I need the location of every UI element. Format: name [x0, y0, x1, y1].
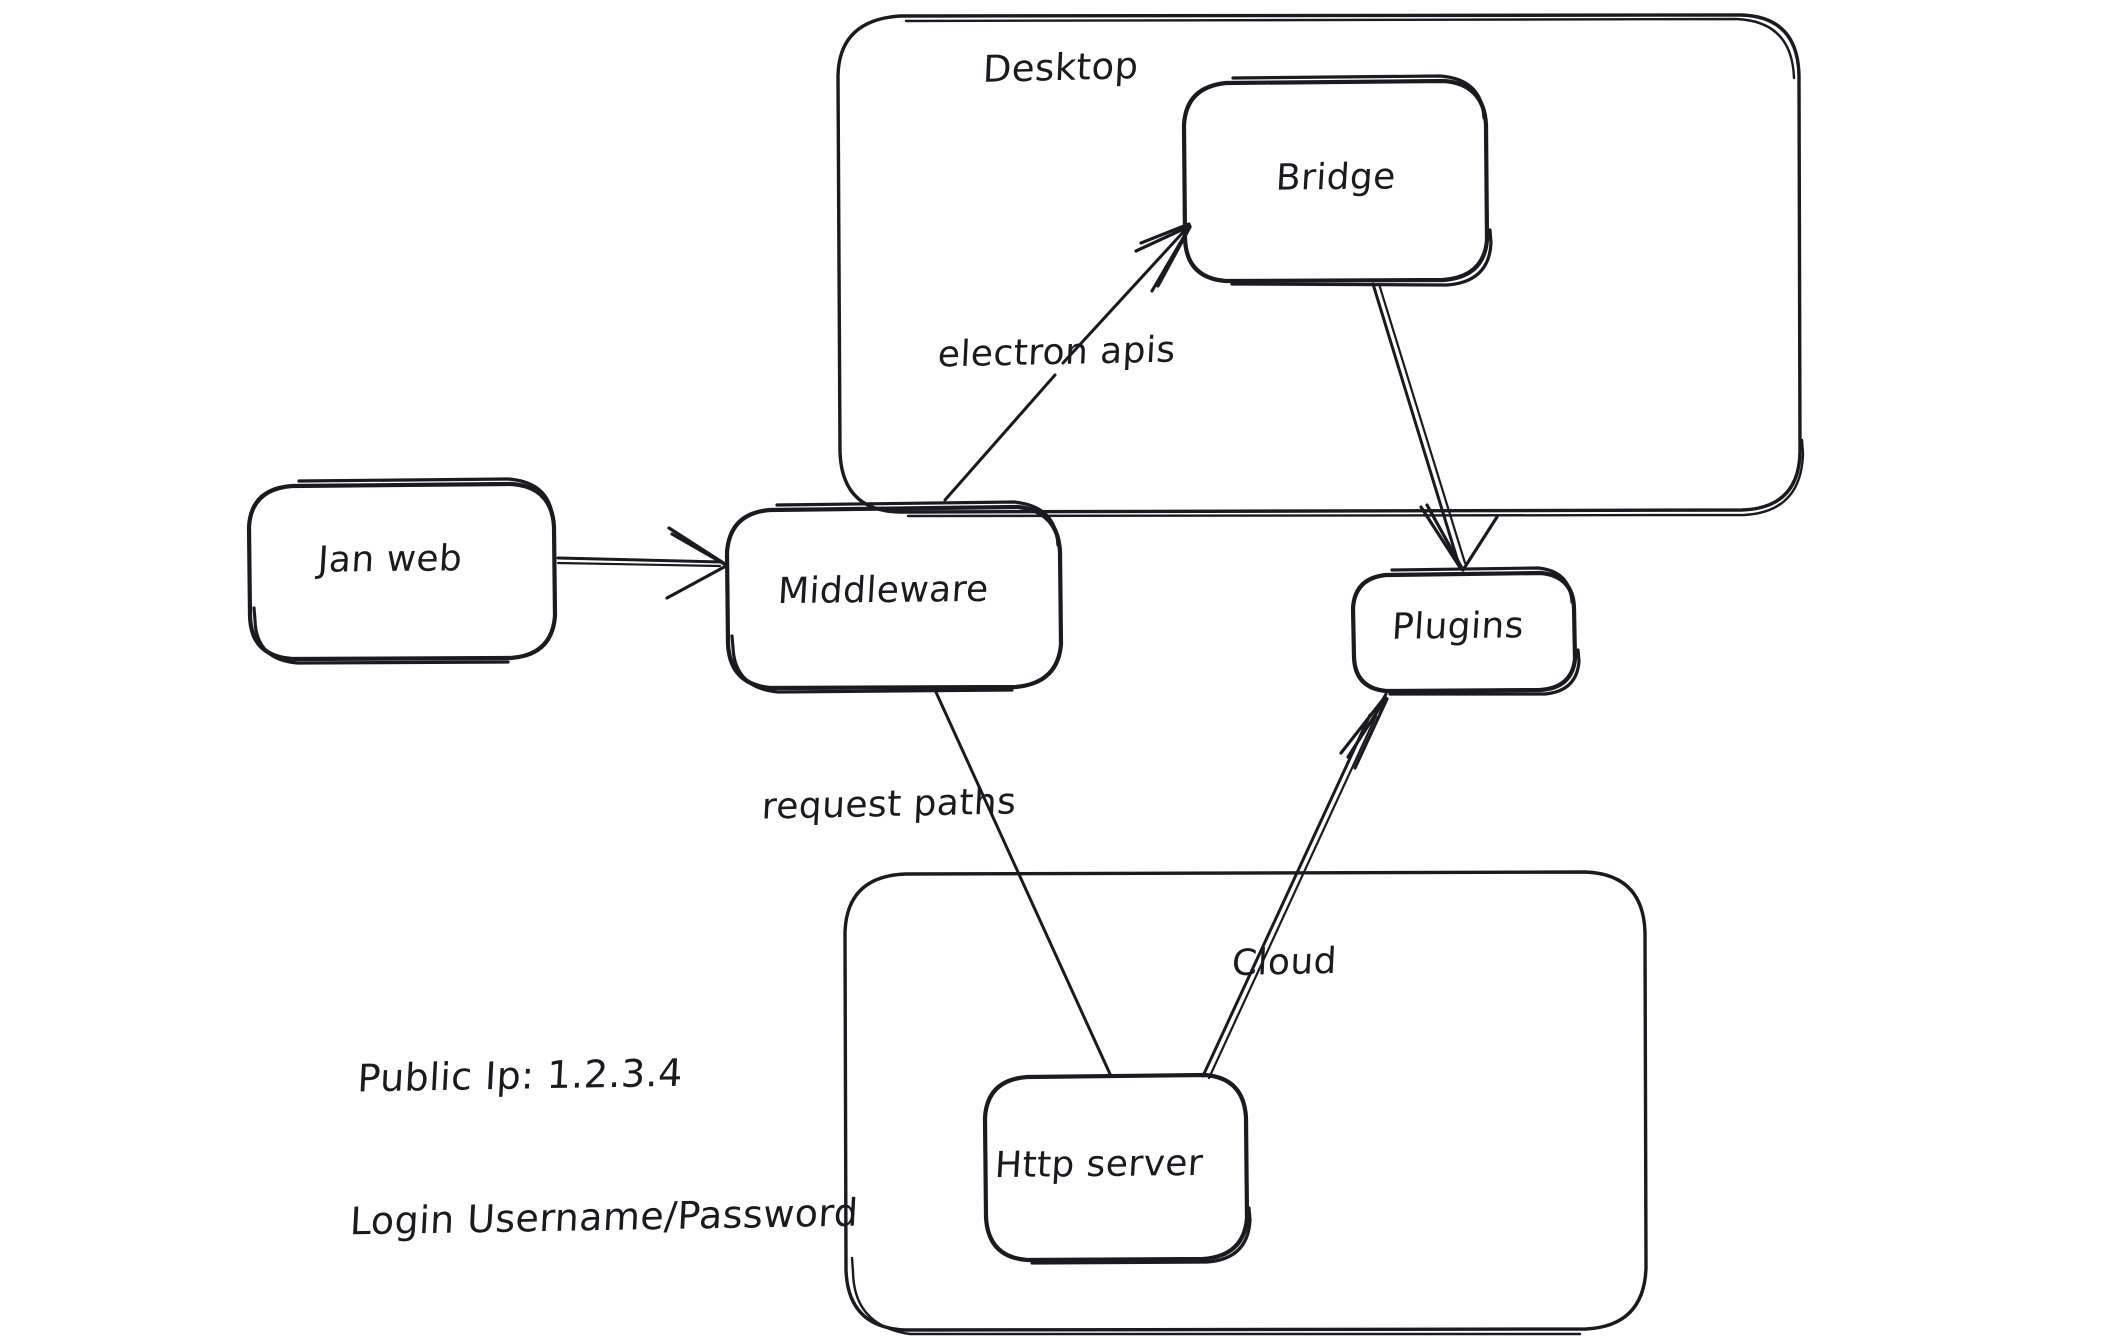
- note-line-login: Login Username/Password: [348, 1190, 860, 1244]
- edge-middleware-to-bridge[interactable]: [943, 222, 1192, 502]
- node-label-jan-web: Jan web: [316, 538, 464, 581]
- group-desktop[interactable]: [836, 13, 1805, 518]
- node-middleware[interactable]: [724, 500, 1064, 694]
- node-jan-web[interactable]: [246, 477, 558, 665]
- node-bridge[interactable]: [1181, 74, 1493, 287]
- node-label-http-server: Http server: [993, 1142, 1205, 1187]
- edge-label-electron-apis: electron apis: [936, 329, 1177, 376]
- edge-label-cloud: Cloud: [1230, 940, 1338, 985]
- node-label-bridge: Bridge: [1274, 156, 1398, 199]
- note-public-ip: Public Ip: 1.2.3.4 Login Username/Passwo…: [344, 951, 872, 1343]
- node-label-plugins: Plugins: [1390, 605, 1526, 648]
- node-plugins[interactable]: [1350, 566, 1581, 696]
- edge-http-to-plugins[interactable]: [1201, 692, 1389, 1080]
- node-label-middleware: Middleware: [776, 568, 990, 613]
- edge-bridge-to-plugins[interactable]: [1371, 282, 1499, 572]
- node-http-server[interactable]: [982, 1072, 1252, 1265]
- edge-middleware-to-http[interactable]: [933, 688, 1112, 1076]
- edge-label-request-paths: request paths: [760, 781, 1018, 828]
- note-line-public-ip: Public Ip: 1.2.3.4: [356, 1050, 684, 1101]
- edge-janweb-to-middleware[interactable]: [556, 526, 728, 600]
- group-cloud-container[interactable]: [843, 870, 1648, 1336]
- group-label-desktop: Desktop: [981, 44, 1140, 91]
